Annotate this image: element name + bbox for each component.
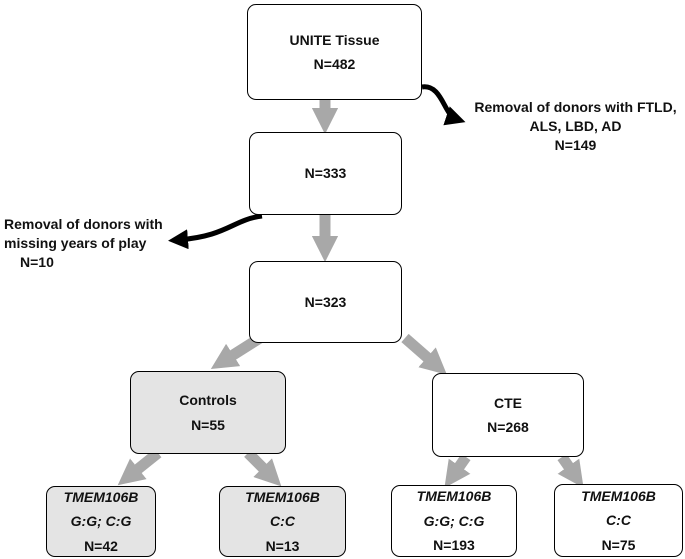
box-cte-gg-genotype: G:G; C:G [423, 512, 485, 529]
box-cte-title: CTE [494, 394, 522, 411]
box-controls-cc-genotype: C:C [270, 513, 295, 530]
box-unite-tissue: UNITE Tissue N=482 [247, 4, 422, 100]
box-controls-gg-cg: TMEM106B G:G; C:G N=42 [46, 486, 156, 557]
box-n323-count: N=323 [304, 293, 347, 310]
curved-arrow-years-removal [168, 213, 263, 250]
box-cte-cc: TMEM106B C:C N=75 [554, 484, 683, 557]
box-cte-cc-genotype: C:C [606, 512, 631, 529]
box-cte-cc-count: N=75 [601, 536, 636, 553]
box-cte: CTE N=268 [432, 373, 584, 457]
box-controls-cc: TMEM106B C:C N=13 [219, 486, 346, 557]
arrow-cte-to-cte-gg [444, 453, 471, 488]
box-controls: Controls N=55 [130, 371, 286, 454]
box-cte-gg-cg: TMEM106B G:G; C:G N=193 [391, 485, 517, 557]
box-n333: N=333 [249, 132, 402, 215]
box-cte-gg-count: N=193 [433, 537, 475, 554]
box-n333-count: N=333 [304, 165, 347, 182]
box-cte-cc-gene: TMEM106B [581, 487, 656, 504]
box-controls-title: Controls [179, 392, 237, 408]
box-controls-gg-count: N=42 [84, 537, 118, 554]
curved-arrow-ftld-removal [421, 84, 466, 126]
arrow-controls-to-ctrl-cc [244, 449, 282, 487]
box-controls-gg-gene: TMEM106B [63, 488, 139, 505]
note-years-count: N=10 [20, 253, 54, 270]
box-cte-gg-gene: TMEM106B [416, 488, 492, 505]
note-ftld-line2: ALS, LBD, AD [529, 117, 622, 134]
arrow-cte-to-cte-cc [557, 453, 584, 488]
note-ftld-removal: Removal of donors with FTLD, ALS, LBD, A… [468, 98, 683, 155]
note-ftld-count: N=149 [554, 136, 597, 153]
box-controls-gg-genotype: G:G; C:G [70, 513, 132, 530]
note-years-line1: Removal of donors with [4, 216, 163, 232]
note-years-removal: Removal of donors with missing years of … [4, 215, 184, 272]
note-ftld-line1: Removal of donors with FTLD, [474, 99, 677, 115]
note-years-line2: missing years of play [4, 234, 147, 251]
box-controls-cc-count: N=13 [265, 537, 300, 554]
box-controls-cc-gene: TMEM106B [245, 488, 320, 505]
box-unite-count: N=482 [313, 56, 356, 72]
arrow-controls-to-ctrl-gg [117, 448, 162, 486]
box-cte-count: N=268 [487, 419, 529, 435]
box-n323: N=323 [249, 261, 402, 343]
box-unite-title: UNITE Tissue [289, 31, 380, 48]
box-controls-count: N=55 [191, 416, 225, 433]
arrow-323-to-cte [401, 333, 447, 375]
